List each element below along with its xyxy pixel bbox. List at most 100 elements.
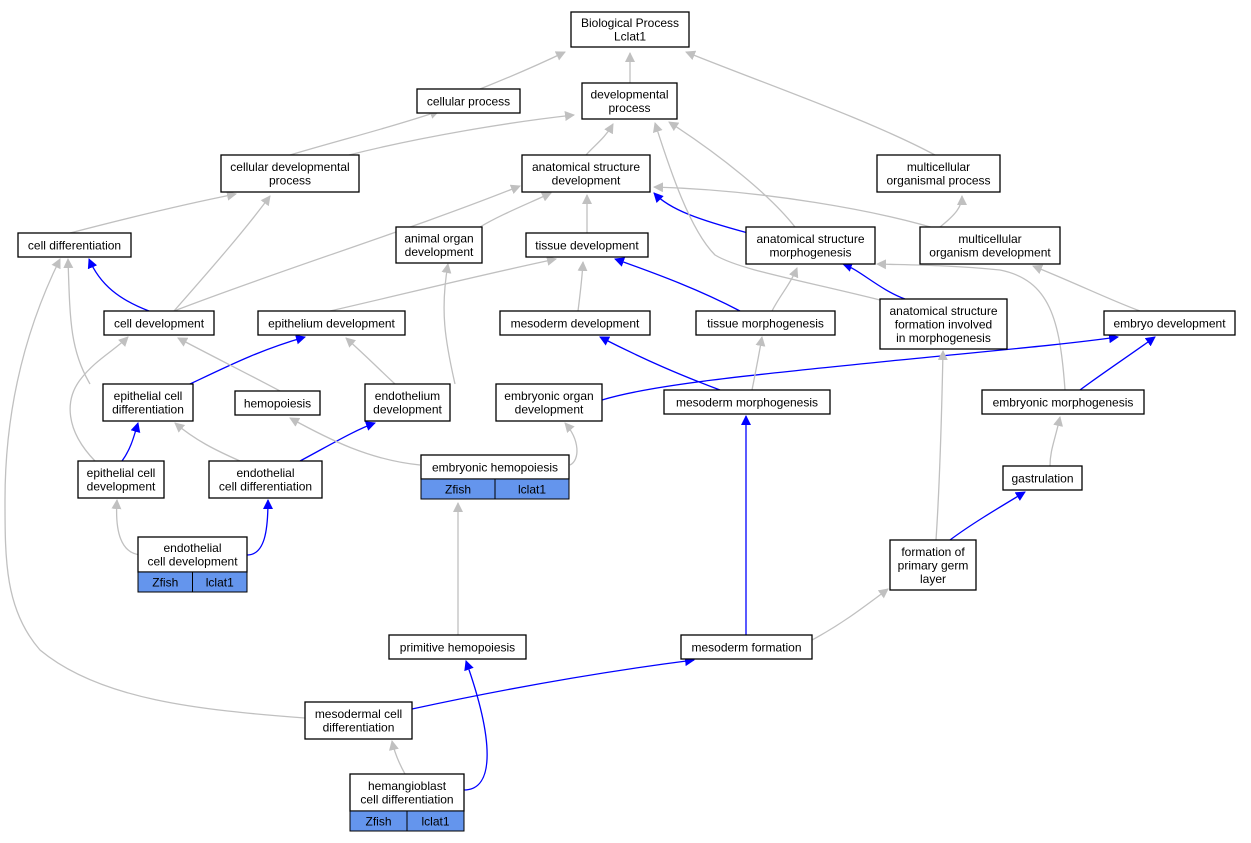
part-of-edge	[949, 491, 1026, 541]
is-a-edge-line	[289, 417, 421, 466]
is-a-edge-line	[348, 111, 575, 156]
node-box	[521, 154, 651, 193]
node-label: cell differentiation	[28, 238, 121, 252]
go-term-node-cell-development[interactable]: cell development	[103, 310, 215, 336]
go-term-node-mesoderm-development[interactable]: mesoderm development	[499, 310, 651, 336]
is-a-edge-line	[751, 336, 766, 391]
go-term-node-primitive-hemopoiesis[interactable]: primitive hemopoiesis	[388, 634, 527, 660]
is-a-edge-line	[479, 192, 552, 228]
is-a-edge-line	[685, 50, 936, 156]
is-a-edge-line	[564, 422, 578, 466]
go-term-node-tissue-development[interactable]: tissue development	[525, 232, 649, 258]
is-a-edge	[577, 261, 588, 312]
is-a-edge-line	[652, 122, 881, 301]
go-term-node-mesoderm-morphogenesis[interactable]: mesoderm morphogenesis	[663, 389, 831, 415]
is-a-edge	[63, 258, 91, 385]
is-a-edge-line	[329, 255, 557, 312]
node-box	[349, 773, 465, 812]
is-a-edge	[348, 111, 575, 156]
is-a-edge	[564, 422, 578, 466]
node-label: development	[515, 403, 584, 417]
node-label: epithelium development	[268, 316, 395, 330]
node-box	[208, 460, 323, 499]
is-a-edge	[935, 350, 948, 541]
go-term-node-hemopoiesis[interactable]: hemopoiesis	[234, 390, 321, 416]
go-term-node-mesoderm-formation[interactable]: mesoderm formation	[680, 634, 813, 660]
node-label: Lclat1	[614, 30, 646, 44]
node-label: primitive hemopoiesis	[400, 640, 515, 654]
node-box	[499, 310, 651, 336]
go-term-node-tissue-morphogenesis[interactable]: tissue morphogenesis	[695, 310, 836, 336]
is-a-edge-line	[69, 190, 237, 234]
node-label: cell differentiation	[360, 793, 453, 807]
node-label: mesoderm morphogenesis	[676, 395, 818, 409]
is-a-edge	[69, 190, 237, 234]
node-label: embryo development	[1113, 316, 1226, 330]
is-a-edge-line	[4, 258, 306, 719]
node-box	[364, 383, 451, 422]
annotation-cell: lclat1	[192, 571, 248, 593]
go-term-node-cellular-process[interactable]: cellular process	[416, 88, 521, 114]
is-a-edge	[289, 109, 440, 156]
node-box	[745, 226, 876, 265]
node-label: cell differentiation	[219, 480, 312, 494]
node-box	[876, 154, 1001, 193]
part-of-edge-line	[601, 333, 1119, 401]
node-box	[981, 389, 1145, 415]
go-term-node-epithelium-development[interactable]: epithelium development	[257, 310, 406, 336]
is-a-edge-line	[585, 123, 614, 156]
is-a-edge-line	[173, 195, 271, 312]
node-box	[889, 539, 977, 591]
node-label: endothelial	[163, 541, 221, 555]
node-label: primary germ	[898, 558, 969, 572]
is-a-edge	[811, 588, 889, 641]
is-a-edge-line	[177, 337, 281, 392]
is-a-edge-line	[173, 184, 521, 312]
node-label: multicellular	[958, 232, 1021, 246]
is-a-edge-line	[1049, 416, 1063, 467]
annotation-cell: Zfish	[349, 810, 408, 832]
node-label: mesodermal cell	[315, 707, 402, 721]
go-term-node-embryo-development[interactable]: embryo development	[1103, 310, 1236, 336]
node-box	[1103, 310, 1236, 336]
node-label: epithelial cell	[87, 466, 156, 480]
node-label: organismal process	[886, 174, 990, 188]
node-box	[102, 383, 194, 422]
part-of-edge	[653, 192, 749, 234]
is-a-edge-line	[479, 51, 566, 90]
is-a-edge-line	[289, 109, 440, 156]
annotation-cell: Zfish	[137, 571, 193, 593]
is-a-edge-line	[939, 195, 967, 228]
go-term-node-gastrulation[interactable]: gastrulation	[1002, 465, 1083, 491]
go-term-node-embryonic-morphogenesis[interactable]: embryonic morphogenesis	[981, 389, 1145, 415]
is-a-edge	[668, 121, 796, 228]
part-of-edge-line	[653, 192, 749, 234]
is-a-edge-line	[771, 267, 799, 312]
node-label: cell development	[114, 316, 205, 330]
part-of-edge-line	[299, 421, 376, 462]
is-a-edge	[751, 336, 766, 391]
is-a-edge	[685, 50, 936, 156]
is-a-edge-line	[935, 350, 948, 541]
go-term-node-cell-differentiation[interactable]: cell differentiation	[17, 232, 132, 258]
node-label: process	[608, 101, 650, 115]
